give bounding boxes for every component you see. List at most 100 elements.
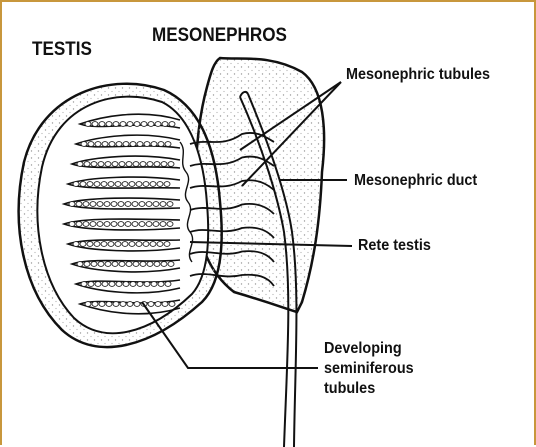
tubule-cell: [101, 242, 107, 247]
tubule-cell: [153, 222, 159, 227]
tubule-cell: [69, 202, 75, 207]
tubule-cell: [134, 302, 140, 307]
tubule-cell: [147, 162, 153, 167]
tubule-cell: [129, 182, 135, 187]
rete-testis-label: Rete testis: [358, 237, 431, 254]
tubule-cell: [76, 222, 82, 227]
tubule-cell: [165, 282, 171, 287]
tubule-cell: [165, 142, 171, 147]
tubule-cell: [105, 162, 111, 167]
tubule-cell: [120, 122, 126, 127]
tubule-cell: [118, 222, 124, 227]
tubule-cell: [143, 182, 149, 187]
tubule-cell: [84, 262, 90, 267]
tubule-cell: [141, 122, 147, 127]
tubule-cell: [168, 162, 174, 167]
tubule-cell: [108, 242, 114, 247]
tubule-cell: [90, 202, 96, 207]
tubule-cell: [169, 302, 175, 307]
tubule-cell: [81, 282, 87, 287]
tubule-cell: [130, 142, 136, 147]
tubule-cell: [168, 262, 174, 267]
seminiferous-label-line2: seminiferous: [324, 360, 414, 377]
tubule-cell: [125, 202, 131, 207]
tubule-cell: [97, 222, 103, 227]
tubule-cell: [95, 282, 101, 287]
tubule-cell: [148, 122, 154, 127]
tubule-cell: [81, 142, 87, 147]
tubule-cell: [95, 142, 101, 147]
tubule-cell: [154, 262, 160, 267]
mesonephric-tubules-label: Mesonephric tubules: [346, 66, 490, 83]
tubule-cell: [98, 162, 104, 167]
tubule-cell: [132, 222, 138, 227]
tubule-cell: [150, 182, 156, 187]
tubule-cell: [106, 302, 112, 307]
tubule-cell: [151, 282, 157, 287]
tubule-cell: [154, 162, 160, 167]
tubule-cell: [125, 222, 131, 227]
tubule-cell: [162, 302, 168, 307]
tubule-cell: [127, 122, 133, 127]
tubule-cell: [77, 262, 83, 267]
tubule-cell: [92, 302, 98, 307]
tubule-cell: [113, 122, 119, 127]
tubule-cell: [80, 242, 86, 247]
tubule-cell: [133, 262, 139, 267]
tubule-cell: [160, 202, 166, 207]
tubule-cell: [91, 262, 97, 267]
tubule-cell: [73, 182, 79, 187]
tubule-cell: [129, 242, 135, 247]
tubule-cell: [97, 202, 103, 207]
tubule-cell: [80, 182, 86, 187]
tubule-cell: [169, 122, 175, 127]
tubule-cell: [119, 162, 125, 167]
tubule-cell: [109, 142, 115, 147]
tubule-cell: [94, 242, 100, 247]
tubule-cell: [139, 202, 145, 207]
tubule-cell: [104, 202, 110, 207]
tubule-cell: [85, 122, 91, 127]
tubule-cell: [144, 142, 150, 147]
tubule-cell: [167, 202, 173, 207]
tubule-cell: [158, 142, 164, 147]
tubule-cell: [144, 282, 150, 287]
testis-label: TESTIS: [32, 40, 92, 61]
tubule-cell: [84, 162, 90, 167]
tubule-cell: [85, 302, 91, 307]
tubule-cell: [99, 122, 105, 127]
tubule-cell: [143, 242, 149, 247]
tubule-cell: [69, 222, 75, 227]
tubule-cell: [112, 162, 118, 167]
tubule-cell: [136, 242, 142, 247]
tubule-cell: [126, 162, 132, 167]
tubule-cell: [158, 282, 164, 287]
seminiferous-label-line1: Developing: [324, 340, 402, 357]
tubule-cell: [161, 262, 167, 267]
tubule-cell: [119, 262, 125, 267]
tubule-cell: [161, 162, 167, 167]
tubule-cell: [150, 242, 156, 247]
tubule-cell: [87, 182, 93, 187]
tubule-cell: [105, 262, 111, 267]
tubule-cell: [146, 202, 152, 207]
tubule-cell: [118, 202, 124, 207]
tubule-cell: [115, 182, 121, 187]
tubule-cell: [94, 182, 100, 187]
tubule-cell: [73, 242, 79, 247]
tubule-cell: [132, 202, 138, 207]
tubule-cell: [164, 182, 170, 187]
tubule-cell: [136, 182, 142, 187]
tubule-cell: [104, 222, 110, 227]
tubule-cell: [139, 222, 145, 227]
tubule-cell: [112, 262, 118, 267]
tubule-cell: [140, 162, 146, 167]
tubule-cell: [88, 282, 94, 287]
tubule-cell: [109, 282, 115, 287]
tubule-cell: [167, 222, 173, 227]
tubule-cell: [164, 242, 170, 247]
tubule-cell: [111, 202, 117, 207]
tubule-cell: [99, 302, 105, 307]
tubule-cell: [137, 142, 143, 147]
tubule-cell: [83, 202, 89, 207]
